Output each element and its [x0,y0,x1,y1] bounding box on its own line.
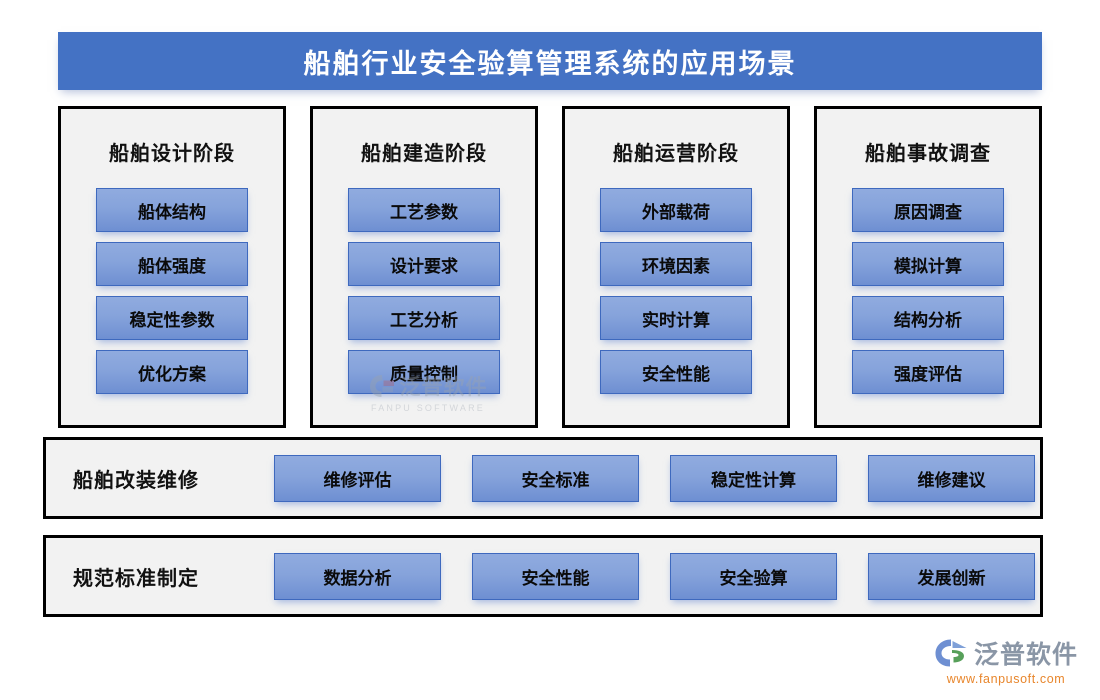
wide-row-item-button[interactable]: 安全性能 [472,552,639,600]
stage-item-button[interactable]: 稳定性参数 [96,296,248,340]
stage-card-title: 船舶事故调查 [865,143,991,165]
wide-row-item-button[interactable]: 维修建议 [868,454,1035,502]
stage-item-button[interactable]: 质量控制 [348,350,500,394]
stage-item-button[interactable]: 优化方案 [96,350,248,394]
wide-row-items: 维修评估 安全标准 稳定性计算 维修建议 [274,454,1040,502]
stage-card-items: 原因调查 模拟计算 结构分析 强度评估 [817,188,1039,394]
stage-card-items: 工艺参数 设计要求 工艺分析 质量控制 [313,188,535,394]
stage-item-button[interactable]: 原因调查 [852,188,1004,232]
stage-card-items: 外部载荷 环境因素 实时计算 安全性能 [565,188,787,394]
stage-item-button[interactable]: 船体强度 [96,242,248,286]
stage-item-button[interactable]: 船体结构 [96,188,248,232]
brand-logo: 泛普软件 www.fanpusoft.com [934,635,1078,686]
brand-url: www.fanpusoft.com [946,672,1066,686]
stage-card-accident-investigation: 船舶事故调查 原因调查 模拟计算 结构分析 强度评估 [814,106,1042,428]
wide-row-item-button[interactable]: 发展创新 [868,552,1035,600]
page-title-banner: 船舶行业安全验算管理系统的应用场景 [58,32,1042,90]
wide-row-item-button[interactable]: 安全验算 [670,552,837,600]
stage-card-title: 船舶设计阶段 [109,143,235,165]
stage-card-items: 船体结构 船体强度 稳定性参数 优化方案 [61,188,283,394]
stage-item-button[interactable]: 实时计算 [600,296,752,340]
wide-row-item-button[interactable]: 安全标准 [472,454,639,502]
wide-row-items: 数据分析 安全性能 安全验算 发展创新 [274,552,1040,600]
stage-item-button[interactable]: 环境因素 [600,242,752,286]
stage-item-button[interactable]: 安全性能 [600,350,752,394]
stage-card-title: 船舶建造阶段 [361,143,487,165]
stage-item-button[interactable]: 工艺参数 [348,188,500,232]
stage-item-button[interactable]: 设计要求 [348,242,500,286]
stage-card-construction: 船舶建造阶段 工艺参数 设计要求 工艺分析 质量控制 [310,106,538,428]
wide-row-standards: 规范标准制定 数据分析 安全性能 安全验算 发展创新 [43,535,1043,617]
brand-logo-row: 泛普软件 [934,635,1078,671]
wide-row-label: 船舶改装维修 [73,469,199,492]
wide-row-label: 规范标准制定 [73,567,199,590]
stage-cards-row: 船舶设计阶段 船体结构 船体强度 稳定性参数 优化方案 船舶建造阶段 工艺参数 … [58,106,1042,428]
stage-card-title: 船舶运营阶段 [613,143,739,165]
page-title: 船舶行业安全验算管理系统的应用场景 [303,48,797,79]
stage-item-button[interactable]: 外部载荷 [600,188,752,232]
wide-row-item-button[interactable]: 数据分析 [274,552,441,600]
wide-row-item-button[interactable]: 稳定性计算 [670,454,837,502]
fanpu-logo-icon [935,639,967,667]
wide-row-item-button[interactable]: 维修评估 [274,454,441,502]
stage-item-button[interactable]: 强度评估 [852,350,1004,394]
wide-row-refit: 船舶改装维修 维修评估 安全标准 稳定性计算 维修建议 [43,437,1043,519]
stage-card-design: 船舶设计阶段 船体结构 船体强度 稳定性参数 优化方案 [58,106,286,428]
brand-name: 泛普软件 [973,641,1078,669]
stage-card-operation: 船舶运营阶段 外部载荷 环境因素 实时计算 安全性能 [562,106,790,428]
stage-item-button[interactable]: 模拟计算 [852,242,1004,286]
stage-item-button[interactable]: 工艺分析 [348,296,500,340]
stage-item-button[interactable]: 结构分析 [852,296,1004,340]
